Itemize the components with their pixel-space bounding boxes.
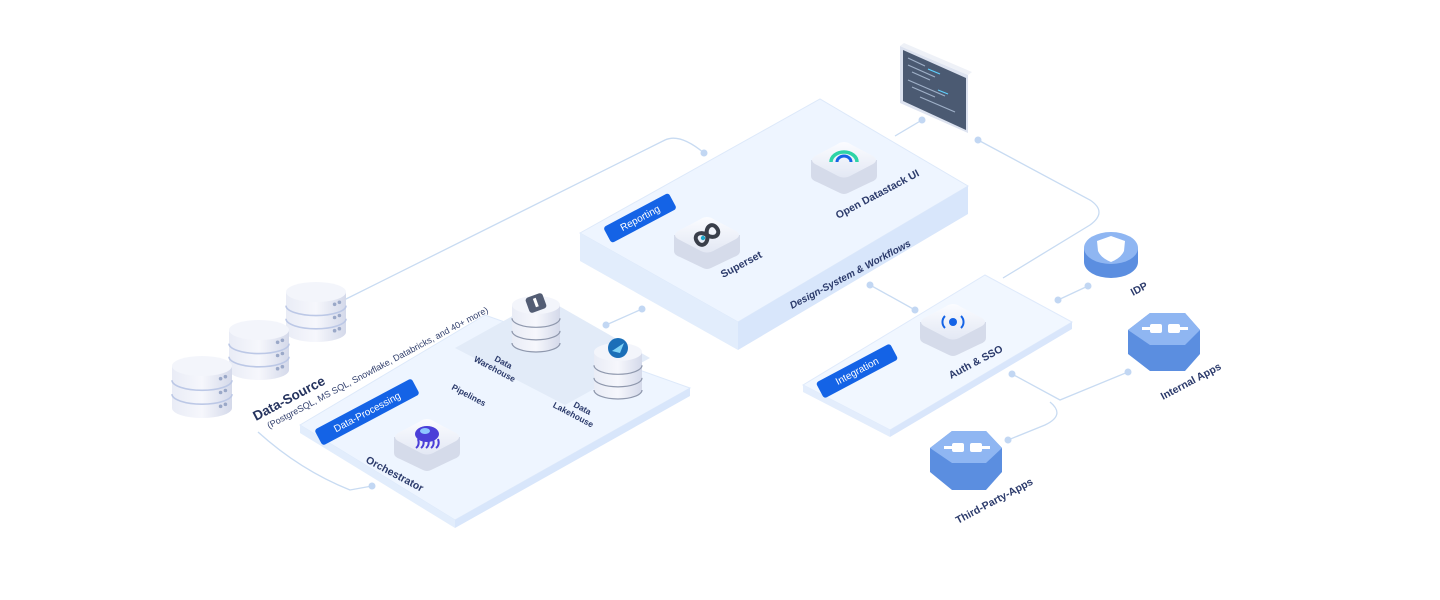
- connectors: [257, 116, 1132, 491]
- internal-apps-plug-icon: [1128, 313, 1200, 371]
- data-processing-platform: [299, 298, 692, 528]
- superset-icon: [674, 217, 740, 269]
- data-warehouse-icon: [511, 293, 561, 353]
- monitor-icon: [900, 43, 972, 133]
- data-lakehouse-icon: [593, 338, 643, 400]
- integration-platform: [801, 274, 1074, 437]
- idp-label: IDP: [1129, 280, 1150, 299]
- data-source-databases: [171, 282, 347, 418]
- third-party-apps-plug-icon: [930, 431, 1002, 490]
- database-server-icon: [171, 356, 233, 418]
- reporting-platform: [578, 98, 969, 350]
- service-icons: [394, 142, 986, 471]
- orchestrator-icon: [394, 419, 460, 471]
- idp-shield-icon: [1084, 232, 1138, 278]
- open-datastack-ui-icon: [811, 142, 877, 194]
- database-server-icon: [285, 282, 347, 342]
- storage-databases: [511, 293, 643, 400]
- database-server-icon: [228, 320, 290, 380]
- auth-sso-icon: [920, 304, 986, 356]
